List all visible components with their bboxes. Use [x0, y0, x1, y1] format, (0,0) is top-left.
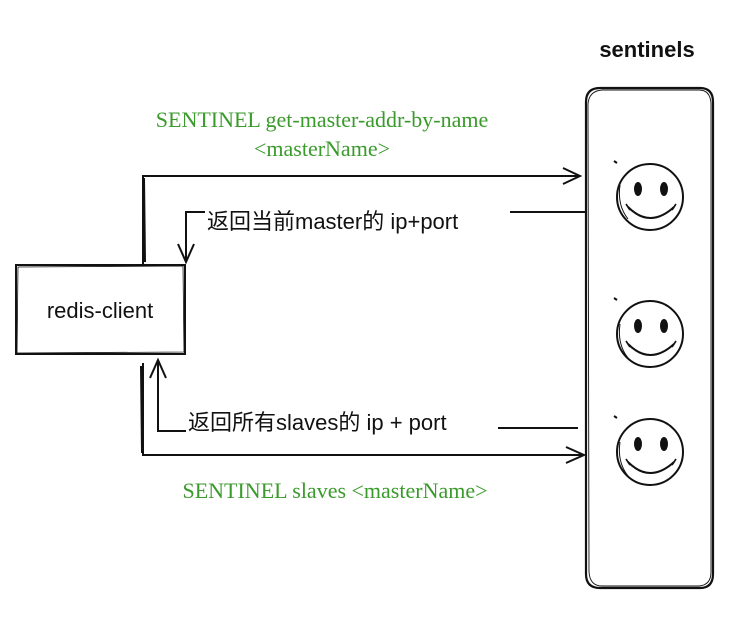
arrow-slaves-reply: [149, 357, 578, 432]
arrow-master-reply: [177, 211, 585, 265]
smiley-icon: [613, 160, 684, 231]
smiley-icon: [613, 415, 684, 486]
sentinels-title: sentinels: [599, 37, 694, 62]
smiley-icon: [613, 297, 684, 368]
client-label: redis-client: [47, 298, 153, 323]
reply-slaves-label: 返回所有slaves的 ip + port: [188, 410, 447, 435]
cmd-master-line1: SENTINEL get-master-addr-by-name: [156, 107, 488, 132]
arrow-slaves-request: [140, 363, 587, 464]
cmd-master-line2: <masterName>: [254, 136, 390, 161]
cmd-slaves: SENTINEL slaves <masterName>: [182, 478, 487, 503]
sentinels-container: [584, 86, 715, 590]
reply-master-label: 返回当前master的 ip+port: [207, 209, 458, 234]
redis-client-box: redis-client: [15, 264, 186, 355]
arrow-get-master-request: [142, 167, 583, 265]
